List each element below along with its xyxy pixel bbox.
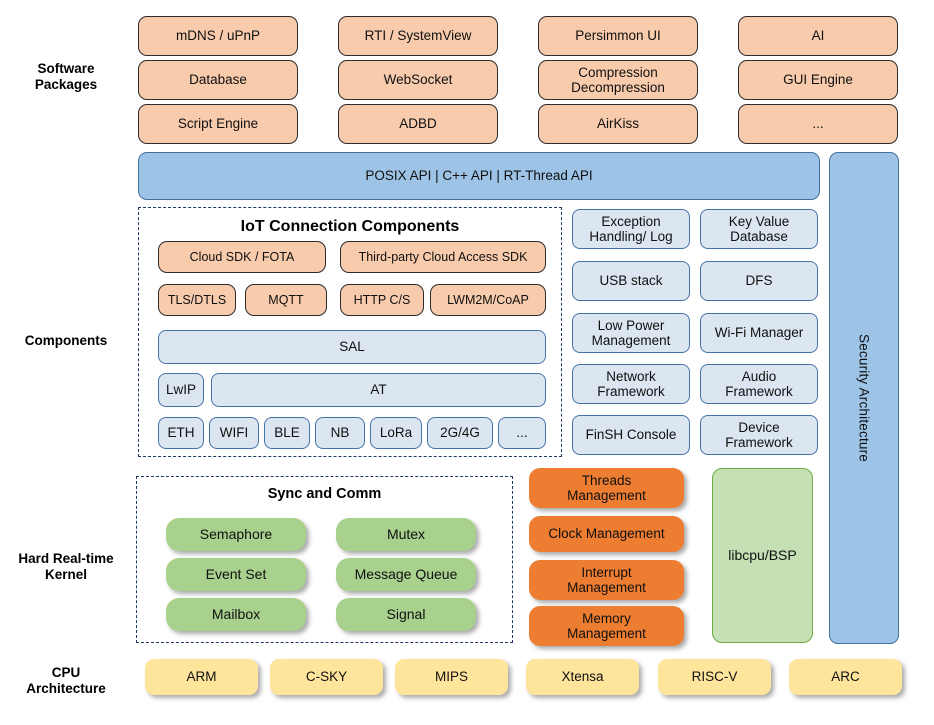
api-bar[interactable]: POSIX API | C++ API | RT-Thread API <box>138 152 820 200</box>
kernel-object-box[interactable]: Event Set <box>166 558 306 591</box>
package-box[interactable]: AirKiss <box>538 104 698 144</box>
component-box[interactable]: Network Framework <box>572 364 690 404</box>
iot-lwip-box[interactable]: LwIP <box>158 373 204 407</box>
package-box[interactable]: mDNS / uPnP <box>138 16 298 56</box>
iot-cloud-sdk-box[interactable]: Cloud SDK / FOTA <box>158 241 326 273</box>
iot-link-box[interactable]: ETH <box>158 417 204 449</box>
sync-and-comm-title: Sync and Comm <box>267 486 382 502</box>
package-box[interactable]: Persimmon UI <box>538 16 698 56</box>
kernel-object-box[interactable]: Mutex <box>336 518 476 551</box>
component-box[interactable]: Audio Framework <box>700 364 818 404</box>
cpu-arch-box[interactable]: Xtensa <box>526 659 639 695</box>
component-box[interactable]: Device Framework <box>700 415 818 455</box>
iot-link-box[interactable]: ... <box>498 417 546 449</box>
management-box[interactable]: Threads Management <box>529 468 684 508</box>
cpu-arch-box[interactable]: ARC <box>789 659 902 695</box>
iot-link-box[interactable]: BLE <box>264 417 310 449</box>
iot-sal-box[interactable]: SAL <box>158 330 546 364</box>
iot-cloud-sdk-box[interactable]: Third-party Cloud Access SDK <box>340 241 546 273</box>
kernel-object-box[interactable]: Mailbox <box>166 598 306 631</box>
package-box[interactable]: Script Engine <box>138 104 298 144</box>
cpu-arch-box[interactable]: MIPS <box>395 659 508 695</box>
iot-link-box[interactable]: LoRa <box>370 417 422 449</box>
cpu-arch-box[interactable]: ARM <box>145 659 258 695</box>
package-box[interactable]: Database <box>138 60 298 100</box>
iot-link-box[interactable]: WIFI <box>209 417 259 449</box>
libcpu-bsp-box[interactable]: libcpu/BSP <box>712 468 813 643</box>
iot-link-box[interactable]: NB <box>315 417 365 449</box>
security-architecture-bar[interactable]: Security Architecture <box>829 152 899 644</box>
package-box[interactable]: WebSocket <box>338 60 498 100</box>
package-box[interactable]: ADBD <box>338 104 498 144</box>
package-box[interactable]: RTI / SystemView <box>338 16 498 56</box>
management-box[interactable]: Interrupt Management <box>529 560 684 600</box>
component-box[interactable]: USB stack <box>572 261 690 301</box>
component-box[interactable]: FinSH Console <box>572 415 690 455</box>
component-box[interactable]: Low Power Management <box>572 313 690 353</box>
iot-connection-components-group: IoT Connection Components <box>138 207 562 457</box>
row-label-kernel: Hard Real-time Kernel <box>18 550 114 582</box>
row-label-software-packages: Software Packages <box>34 60 98 92</box>
kernel-object-box[interactable]: Message Queue <box>336 558 476 591</box>
component-box[interactable]: Wi-Fi Manager <box>700 313 818 353</box>
iot-at-box[interactable]: AT <box>211 373 546 407</box>
management-box[interactable]: Clock Management <box>529 516 684 552</box>
cpu-arch-box[interactable]: RISC-V <box>658 659 771 695</box>
component-box[interactable]: Exception Handling/ Log <box>572 209 690 249</box>
sync-and-comm-group: Sync and Comm <box>136 476 513 643</box>
iot-group-title: IoT Connection Components <box>240 218 460 235</box>
component-box[interactable]: Key Value Database <box>700 209 818 249</box>
iot-protocol-box[interactable]: MQTT <box>245 284 327 316</box>
row-label-components: Components <box>24 332 108 348</box>
iot-protocol-box[interactable]: HTTP C/S <box>340 284 424 316</box>
package-box[interactable]: AI <box>738 16 898 56</box>
package-box[interactable]: ... <box>738 104 898 144</box>
kernel-object-box[interactable]: Semaphore <box>166 518 306 551</box>
cpu-arch-box[interactable]: C-SKY <box>270 659 383 695</box>
row-label-cpu-architecture: CPU Architecture <box>26 664 106 696</box>
iot-protocol-box[interactable]: TLS/DTLS <box>158 284 236 316</box>
kernel-object-box[interactable]: Signal <box>336 598 476 631</box>
package-box[interactable]: GUI Engine <box>738 60 898 100</box>
management-box[interactable]: Memory Management <box>529 606 684 646</box>
iot-link-box[interactable]: 2G/4G <box>427 417 493 449</box>
package-box[interactable]: Compression Decompression <box>538 60 698 100</box>
security-architecture-label: Security Architecture <box>856 333 872 462</box>
component-box[interactable]: DFS <box>700 261 818 301</box>
iot-protocol-box[interactable]: LWM2M/CoAP <box>430 284 546 316</box>
